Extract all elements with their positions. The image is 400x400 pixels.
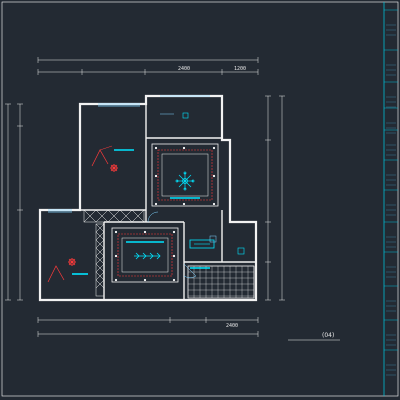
pendant-light-icon <box>134 252 161 260</box>
snowflake-icon <box>175 171 195 191</box>
downlight-icon <box>143 230 147 234</box>
dim-top-4: 1200 <box>234 66 246 72</box>
downlight-icon <box>172 278 176 282</box>
downlight-icon <box>154 174 158 178</box>
living-ceiling <box>151 143 219 207</box>
bedroom-1-ceiling <box>91 145 134 167</box>
downlight-icon <box>114 230 118 234</box>
windows <box>48 95 210 213</box>
downlight-icon <box>182 202 186 206</box>
downlight-icon <box>212 146 216 150</box>
door-swing <box>147 211 197 278</box>
downlight-icon <box>212 202 216 206</box>
dining-ceiling <box>111 227 179 283</box>
walls <box>38 94 258 302</box>
closet-hatch <box>83 209 145 297</box>
dim-bottom-3: 2400 <box>226 323 238 329</box>
downlight-icon <box>172 254 176 258</box>
kitchen-grid-ceiling <box>187 265 255 299</box>
downlight-icon <box>172 230 176 234</box>
downlight-icon <box>212 174 216 178</box>
downlights-living <box>154 146 216 206</box>
downlight-icon <box>154 202 158 206</box>
kitchen-grid-frame <box>187 265 255 299</box>
ceiling-lamp-icon <box>68 258 76 266</box>
downlight-icon <box>143 278 147 282</box>
dim-top-3: 2400 <box>178 66 190 72</box>
downlights-dining <box>114 230 176 282</box>
downlight-icon <box>182 146 186 150</box>
drawing-number: (04) <box>322 332 334 339</box>
bedroom-2-ceiling <box>47 265 88 283</box>
dimension-lines <box>5 57 285 337</box>
bathroom-ceiling <box>189 235 245 255</box>
downlight-icon <box>114 278 118 282</box>
ceiling-lamp-icon <box>110 164 118 172</box>
balcony-ceiling <box>160 112 189 119</box>
downlight-icon <box>114 254 118 258</box>
title-block <box>384 9 398 376</box>
downlight-icon <box>154 146 158 150</box>
